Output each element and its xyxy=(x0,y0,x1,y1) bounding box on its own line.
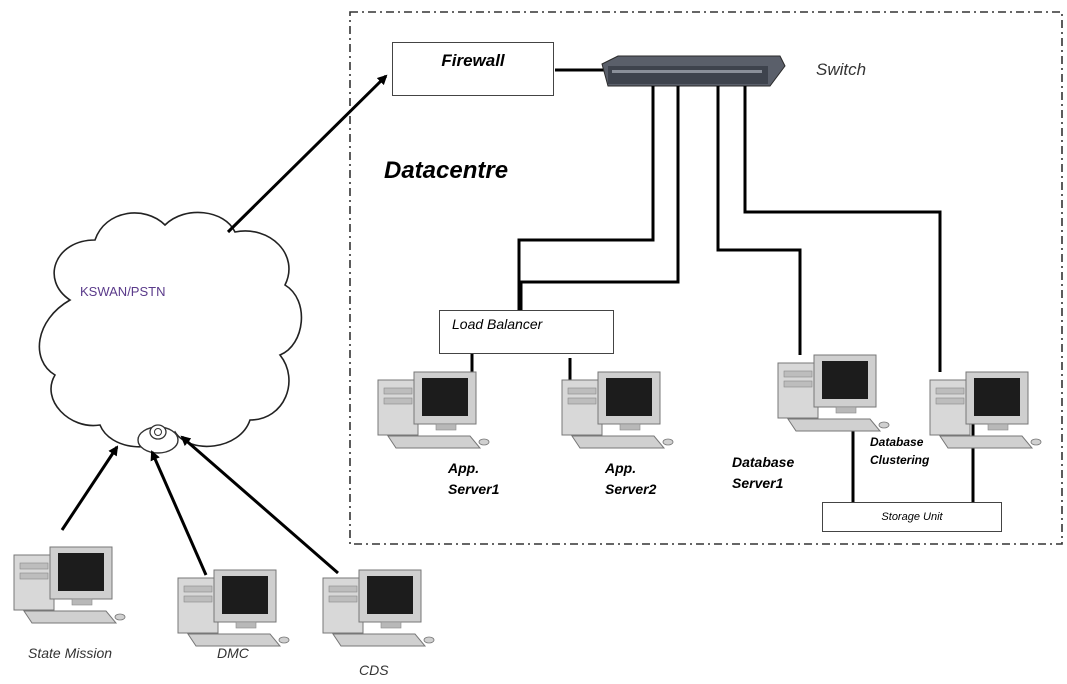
cloud-label: KSWAN/PSTN xyxy=(80,284,166,299)
load-balancer-box: Load Balancer xyxy=(439,310,614,354)
cds-computer-icon xyxy=(322,569,435,647)
load-balancer-label: Load Balancer xyxy=(452,316,543,332)
clustering-computer-icon xyxy=(929,371,1042,449)
db-server1-computer-icon xyxy=(777,354,890,432)
app-server1-line1: App. xyxy=(448,460,480,476)
app-server1-label: App. Server1 xyxy=(448,458,499,500)
cable-app2 xyxy=(519,86,680,312)
cable-clustering xyxy=(743,86,942,372)
state-mission-label: State Mission xyxy=(28,645,113,661)
app-server1-computer-icon xyxy=(377,371,490,449)
clustering-line1: Database xyxy=(870,435,924,449)
firewall-label: Firewall xyxy=(441,51,505,70)
kswan-cloud xyxy=(38,211,303,448)
clustering-label: Database Clustering xyxy=(870,433,930,469)
dmc-label: DMC xyxy=(217,645,249,661)
cable-db1 xyxy=(716,86,802,355)
db-server1-label: Database Server1 xyxy=(732,452,794,494)
arrow-cds xyxy=(180,435,339,575)
state-mission-computer-icon xyxy=(13,546,126,624)
arrow-cloud-to-firewall xyxy=(226,74,388,234)
app-server2-computer-icon xyxy=(561,371,674,449)
db-server1-line2: Server1 xyxy=(732,475,784,491)
clustering-line2: Clustering xyxy=(870,453,930,467)
db-server1-line1: Database xyxy=(732,454,795,470)
firewall-box: Firewall xyxy=(392,42,554,96)
cds-label: CDS xyxy=(359,662,389,678)
app-server1-line2: Server1 xyxy=(448,481,500,497)
datacentre-boundary xyxy=(349,11,1063,545)
network-switch-icon xyxy=(601,55,786,87)
arrow-dmc xyxy=(150,450,208,576)
datacentre-title: Datacentre xyxy=(384,157,509,184)
storage-unit-label: Storage Unit xyxy=(881,511,943,523)
app-server2-label: App. Server2 xyxy=(605,458,656,500)
modem-icon xyxy=(137,424,179,454)
arrow-state-mission xyxy=(60,445,119,531)
dmc-computer-icon xyxy=(177,569,290,647)
app-server2-line2: Server2 xyxy=(605,481,657,497)
switch-label: Switch xyxy=(816,60,867,79)
app-server2-line1: App. xyxy=(605,460,637,476)
storage-unit-box: Storage Unit xyxy=(822,502,1002,532)
